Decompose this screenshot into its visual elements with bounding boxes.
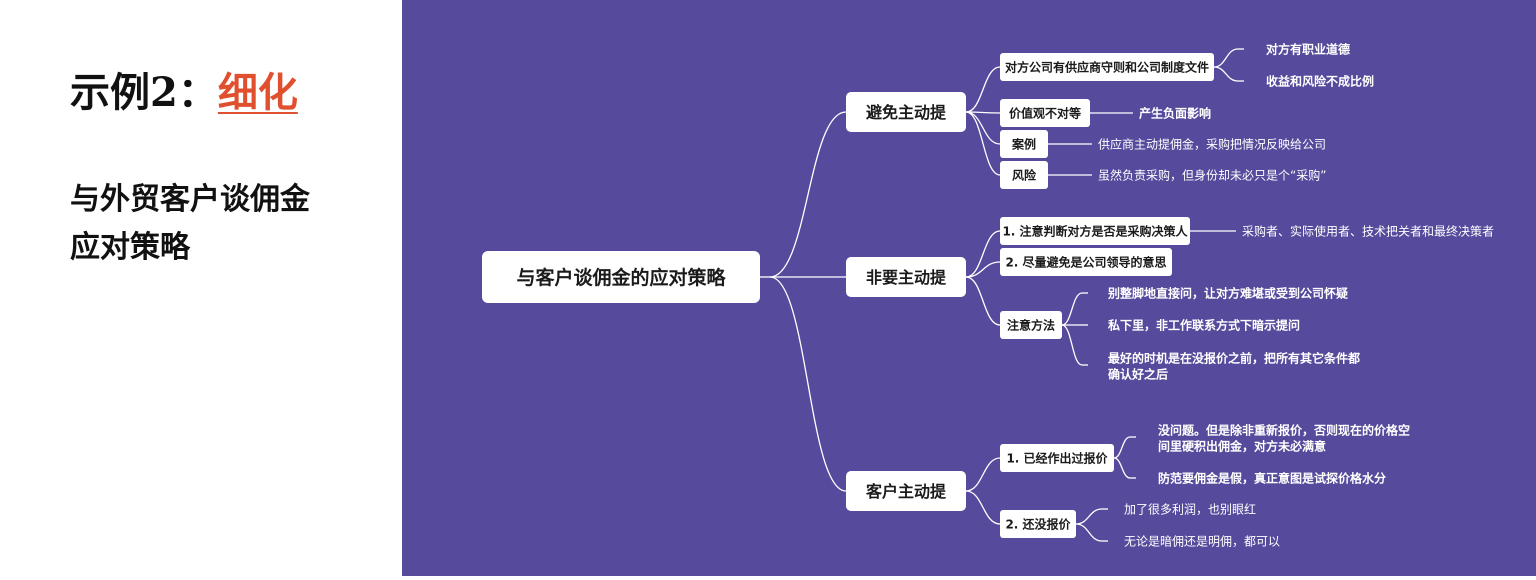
child-node-b0-c3-bg — [1000, 161, 1048, 189]
child-node-b0-c0-bg — [1000, 53, 1214, 81]
leaf-b2-c0-l0-line-1: 没问题。但是除非重新报价，否则现在的价格空 — [1158, 422, 1410, 437]
child-node-b1-c1: 2. 尽量避免是公司领导的意思 — [1000, 248, 1172, 276]
leaf-b2-c1-l0: 加了很多利润，也别眼红 — [1124, 501, 1256, 516]
branch-node-2: 客户主动提 — [846, 471, 966, 511]
branch-node-1: 非要主动提 — [846, 257, 966, 297]
left-panel: 示例2：细化 与外贸客户谈佣金 应对策略 — [0, 0, 402, 576]
leaf-b2-c0-l0: 没问题。但是除非重新报价，否则现在的价格空间里硬积出佣金，对方未必满意 — [1158, 422, 1410, 453]
leaf-b0-c1-l0-line-1: 产生负面影响 — [1139, 105, 1211, 120]
leaf-b1-c2-l0: 别整脚地直接问，让对方难堪或受到公司怀疑 — [1107, 285, 1348, 300]
child-node-b0-c2-label: 案例 — [1011, 136, 1036, 151]
child-node-b0-c3-label: 风险 — [1012, 167, 1037, 182]
child-node-b0-c3: 风险 — [1000, 161, 1048, 189]
child-node-b2-c1: 2. 还没报价 — [1000, 510, 1076, 538]
root-node-label: 与客户谈佣金的应对策略 — [516, 266, 726, 289]
child-node-b2-c0-label: 1. 已经作出过报价 — [1006, 450, 1108, 465]
branch-node-0-bg — [846, 92, 966, 132]
child-node-b0-c1-bg — [1000, 99, 1090, 127]
title-highlight: 细化 — [217, 69, 298, 116]
root-node-bg — [482, 251, 760, 303]
child-node-b1-c0: 1. 注意判断对方是否是采购决策人 — [1000, 217, 1190, 245]
child-node-b2-c0-bg — [1000, 444, 1114, 472]
leaf-b1-c2-l0-line-1: 别整脚地直接问，让对方难堪或受到公司怀疑 — [1107, 285, 1348, 300]
leaf-b0-c2-l0-line-1: 供应商主动提佣金，采购把情况反映给公司 — [1098, 136, 1326, 151]
child-node-b0-c1: 价值观不对等 — [1000, 99, 1090, 127]
title-prefix: 示例2： — [70, 69, 218, 116]
subtitle-line-2: 应对策略 — [70, 230, 190, 265]
branch-node-0: 避免主动提 — [846, 92, 966, 132]
leaf-b2-c1-l0-line-1: 加了很多利润，也别眼红 — [1124, 501, 1256, 516]
child-node-b1-c2: 注意方法 — [1000, 311, 1062, 339]
branch-node-2-label: 客户主动提 — [866, 482, 947, 501]
slide-subtitle: 与外贸客户谈佣金 应对策略 — [70, 176, 380, 272]
leaf-b1-c0-l0-line-1: 采购者、实际使用者、技术把关者和最终决策者 — [1242, 223, 1494, 238]
subtitle-line-1: 与外贸客户谈佣金 — [70, 182, 310, 217]
leaf-b0-c0-l0-line-1: 对方有职业道德 — [1266, 41, 1350, 56]
leaf-b1-c2-l2-line-1: 最好的时机是在没报价之前，把所有其它条件都 — [1108, 350, 1360, 365]
mindmap-panel: 对方有职业道德收益和风险不成比例 对方公司有供应商守则和公司制度文件产生负面影响 价… — [402, 0, 1536, 576]
leaf-b2-c0-l1: 防范要佣金是假，真正意图是试探价格水分 — [1158, 470, 1386, 485]
child-node-b1-c2-label: 注意方法 — [1007, 317, 1055, 332]
branch-node-0-label: 避免主动提 — [866, 103, 947, 122]
root-node: 与客户谈佣金的应对策略 — [482, 251, 760, 303]
leaf-b0-c3-l0: 虽然负责采购，但身份却未必只是个“采购” — [1098, 167, 1326, 182]
leaf-b0-c1-l0: 产生负面影响 — [1139, 105, 1211, 120]
leaf-b2-c0-l0-line-2: 间里硬积出佣金，对方未必满意 — [1158, 438, 1326, 453]
child-node-b1-c1-bg — [1000, 248, 1172, 276]
leaf-b2-c1-l1: 无论是暗佣还是明佣，都可以 — [1124, 533, 1280, 548]
branch-node-1-label: 非要主动提 — [866, 268, 947, 287]
leaf-b1-c2-l1-line-1: 私下里，非工作联系方式下暗示提问 — [1107, 317, 1300, 332]
child-node-b0-c0: 对方公司有供应商守则和公司制度文件 — [1000, 53, 1214, 81]
leaf-b0-c0-l0: 对方有职业道德 — [1266, 41, 1350, 56]
branch-node-1-bg — [846, 257, 966, 297]
leaf-b0-c2-l0: 供应商主动提佣金，采购把情况反映给公司 — [1098, 136, 1326, 151]
leaf-b1-c2-l1: 私下里，非工作联系方式下暗示提问 — [1107, 317, 1300, 332]
child-node-b2-c1-bg — [1000, 510, 1076, 538]
slide-title: 示例2：细化 — [70, 60, 298, 118]
child-node-b2-c0: 1. 已经作出过报价 — [1000, 444, 1114, 472]
child-node-b0-c2-bg — [1000, 130, 1048, 158]
child-node-b1-c0-bg — [1000, 217, 1190, 245]
child-node-b1-c0-label: 1. 注意判断对方是否是采购决策人 — [1002, 223, 1188, 238]
child-node-b0-c0-label: 对方公司有供应商守则和公司制度文件 — [1005, 59, 1209, 74]
leaf-b0-c3-l0-line-1: 虽然负责采购，但身份却未必只是个“采购” — [1098, 167, 1326, 182]
child-node-b0-c1-label: 价值观不对等 — [1009, 105, 1081, 120]
mindmap-connectors — [760, 48, 1244, 542]
leaf-b1-c2-l2-line-2: 确认好之后 — [1108, 366, 1168, 381]
leaf-b2-c0-l1-line-1: 防范要佣金是假，真正意图是试探价格水分 — [1158, 470, 1386, 485]
leaf-b0-c0-l1-line-1: 收益和风险不成比例 — [1266, 73, 1374, 88]
child-node-b2-c1-label: 2. 还没报价 — [1005, 516, 1071, 531]
child-node-b1-c1-label: 2. 尽量避免是公司领导的意思 — [1005, 254, 1166, 269]
leaf-b2-c1-l1-line-1: 无论是暗佣还是明佣，都可以 — [1124, 533, 1280, 548]
leaf-b1-c2-l2: 最好的时机是在没报价之前，把所有其它条件都确认好之后 — [1108, 350, 1360, 381]
child-node-b1-c2-bg — [1000, 311, 1062, 339]
branch-node-2-bg — [846, 471, 966, 511]
leaf-b0-c0-l1: 收益和风险不成比例 — [1266, 73, 1374, 88]
leaf-b1-c0-l0: 采购者、实际使用者、技术把关者和最终决策者 — [1242, 223, 1494, 238]
child-node-b0-c2: 案例 — [1000, 130, 1048, 158]
